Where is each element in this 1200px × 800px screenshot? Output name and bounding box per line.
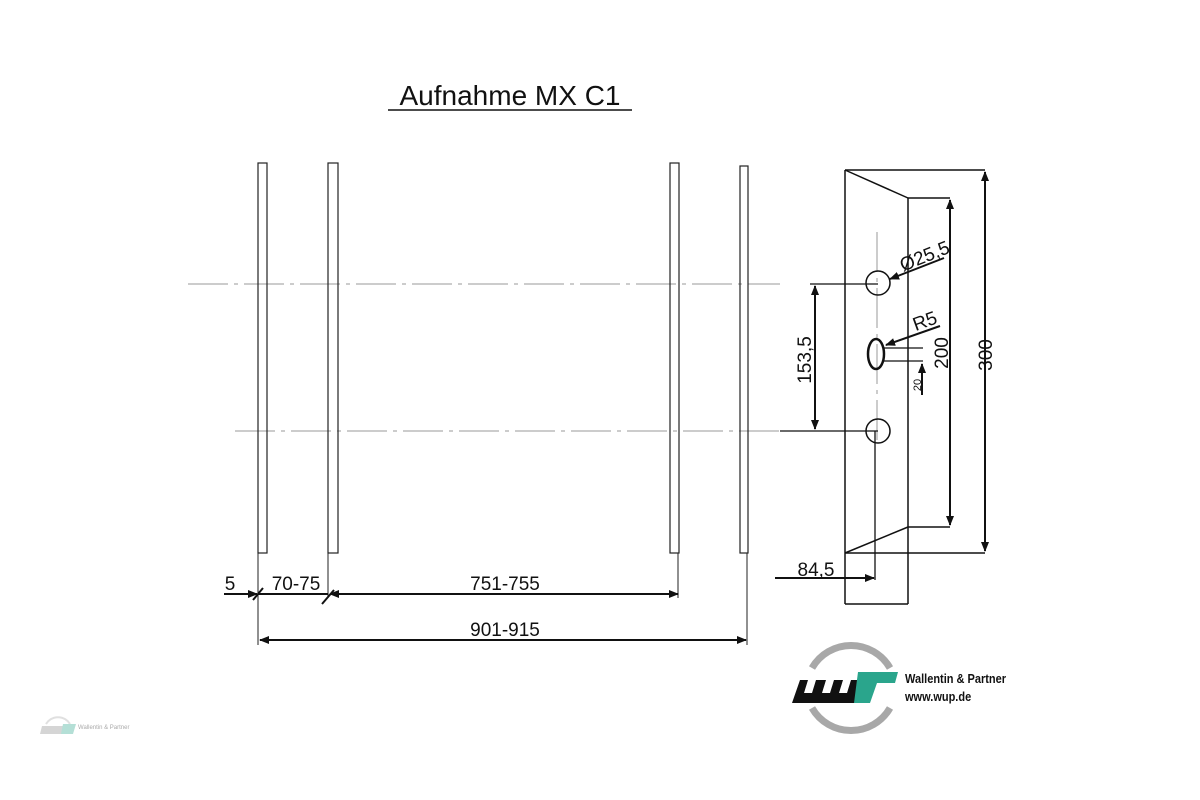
wup-logo <box>792 642 898 734</box>
slot-r5 <box>866 337 886 371</box>
dim-5: 5 <box>225 574 236 595</box>
dim-r5: R5 <box>910 308 940 336</box>
dim-200: 200 <box>932 337 953 369</box>
logo-text: Wallentin & Partner www.wup.de <box>905 670 1006 706</box>
drawing-title: Aufnahme MX C1 <box>400 80 621 111</box>
plates-front-view <box>257 162 749 554</box>
hole-top <box>865 270 891 296</box>
watermark-text: Wallentin & Partner <box>78 725 130 731</box>
plate-2 <box>327 162 339 554</box>
plate-1 <box>257 162 268 554</box>
plate-side-view <box>844 169 985 605</box>
dim-70-75: 70-75 <box>272 574 321 595</box>
dim-diameter-25-5: Ø25,5 <box>897 237 953 276</box>
dim-153-5: 153,5 <box>795 336 816 384</box>
dim-300: 300 <box>976 339 997 371</box>
dim-751-755: 751-755 <box>470 574 540 595</box>
side-dimensions <box>775 171 989 582</box>
dim-84-5: 84,5 <box>798 560 835 581</box>
logo-url: www.wup.de <box>905 690 972 704</box>
dim-901-915: 901-915 <box>470 620 540 641</box>
logo-company: Wallentin & Partner <box>905 672 1007 686</box>
watermark-logo <box>40 716 76 734</box>
dim-20: 20 <box>912 379 924 391</box>
plate-3 <box>669 162 680 554</box>
centerlines <box>188 232 878 440</box>
bottom-dimensions <box>224 587 747 644</box>
plate-4 <box>739 165 749 554</box>
